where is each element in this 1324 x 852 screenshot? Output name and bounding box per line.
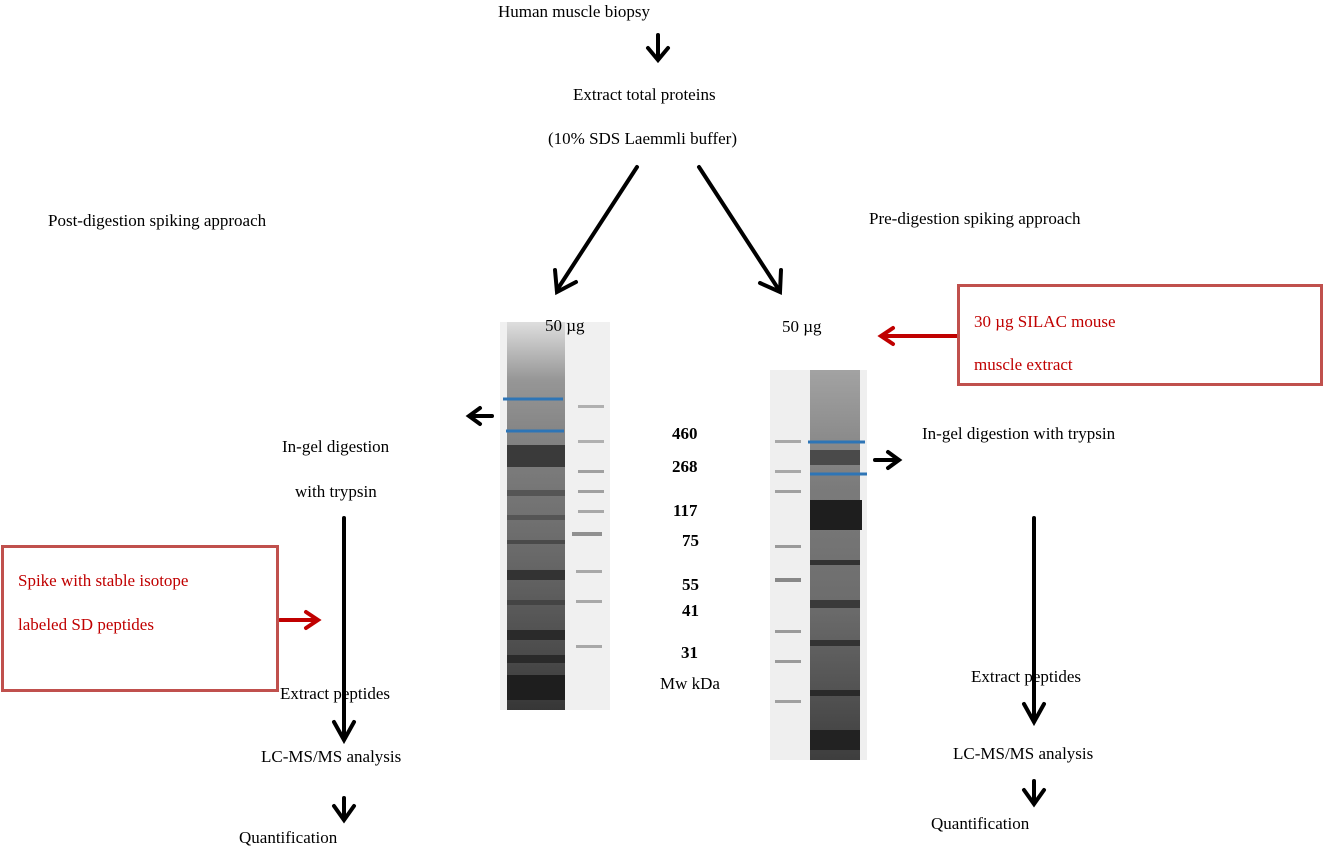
right-quant-label: Quantification (931, 814, 1030, 833)
left-digestion-line2: with trypsin (295, 482, 377, 501)
silac-box: 30 µg SILAC mouse muscle extract (957, 284, 1323, 386)
post-digestion-title: Post-digestion spiking approach (48, 211, 267, 230)
arrow-right-gel-out (873, 450, 903, 470)
arrow-right-quant (1022, 779, 1046, 808)
marker-75: 75 (682, 531, 699, 550)
arrow-left-gel-out (465, 406, 494, 426)
right-load-label: 50 µg (782, 317, 822, 336)
right-digestion-label: In-gel digestion with trypsin (922, 424, 1116, 443)
laemmli-buffer-label: (10% SDS Laemmli buffer) (548, 129, 738, 148)
pre-digestion-title: Pre-digestion spiking approach (869, 209, 1081, 228)
extract-proteins-label: Extract total proteins (573, 85, 716, 104)
spike-line2: labeled SD peptides (18, 615, 154, 634)
arrow-right-main (1022, 516, 1046, 727)
left-quant-label: Quantification (239, 828, 338, 847)
marker-unit-label: Mw kDa (660, 674, 720, 693)
arrow-to-right-gel (697, 165, 783, 296)
left-digestion-line1: In-gel digestion (282, 437, 390, 456)
arrow-left-quant (332, 796, 356, 824)
right-gel-image (770, 370, 867, 760)
left-gel-image (500, 322, 610, 710)
silac-line1: 30 µg SILAC mouse (974, 312, 1116, 331)
marker-41: 41 (682, 601, 699, 620)
left-load-label: 50 µg (545, 316, 585, 335)
red-arrow-silac (877, 326, 960, 346)
right-lcms-label: LC-MS/MS analysis (953, 744, 1094, 763)
left-lcms-label: LC-MS/MS analysis (261, 747, 402, 766)
marker-31: 31 (681, 643, 698, 662)
marker-268: 268 (672, 457, 698, 476)
arrow-to-left-gel (553, 165, 639, 296)
spike-box: Spike with stable isotope labeled SD pep… (1, 545, 279, 692)
left-extract-peptides: Extract peptides (280, 684, 390, 703)
arrow-biopsy-to-extract (646, 33, 670, 64)
marker-460: 460 (672, 424, 698, 443)
marker-117: 117 (673, 501, 698, 520)
marker-55: 55 (682, 575, 699, 594)
red-arrow-spike (278, 610, 322, 630)
spike-line1: Spike with stable isotope (18, 571, 189, 590)
biopsy-label: Human muscle biopsy (498, 2, 651, 21)
silac-line2: muscle extract (974, 355, 1073, 374)
arrow-left-main (332, 516, 356, 745)
right-extract-peptides: Extract peptides (971, 667, 1081, 686)
